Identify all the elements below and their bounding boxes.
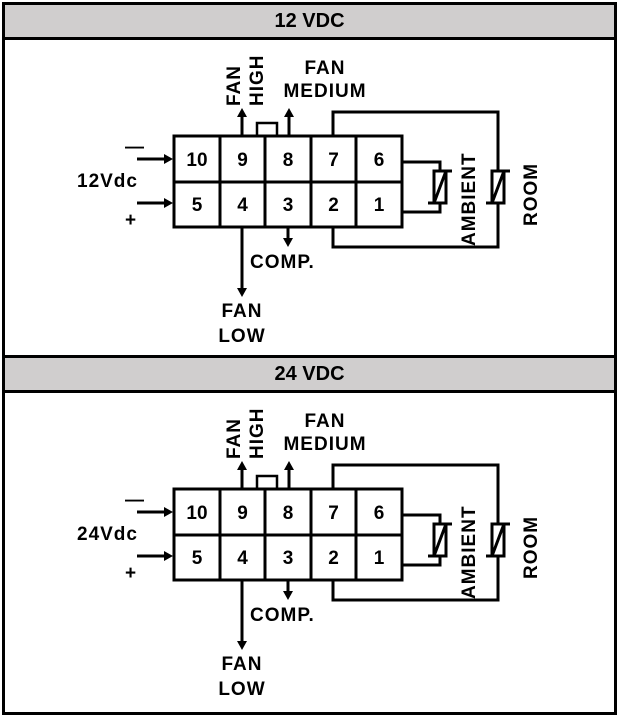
arrow-icon [284,108,294,117]
arrow-icon [164,551,173,561]
terminal-pin-1: 1 [374,195,385,216]
fan-high-label-line2: HIGH [247,55,268,107]
terminal-pin-6: 6 [374,503,385,524]
jumper-9-8 [255,474,279,489]
section-title: 24 VDC [274,362,345,385]
fan-medium-label-line2: MEDIUM [283,81,366,102]
section-divider [5,355,614,358]
arrow-icon [283,238,293,247]
terminal-pin-5: 5 [192,548,203,569]
terminal-pin-7: 7 [328,503,339,524]
fan-high-label-line2: HIGH [247,408,268,460]
terminal-pin-7: 7 [328,150,339,171]
minus-sign: — [125,490,145,511]
room-thermistor-icon [486,169,510,205]
terminal-pin-10: 10 [186,503,207,524]
room-thermistor-icon [486,522,510,558]
fan-high-label-line1: FAN [224,65,245,106]
minus-sign: — [125,137,145,158]
fan-medium-label-line1: FAN [305,58,346,79]
terminal-pin-8: 8 [283,150,294,171]
terminal-pin-3: 3 [283,195,294,216]
ambient-label: AMBIENT [459,152,480,246]
jumper-9-8 [255,121,279,136]
terminal-pin-9: 9 [237,150,248,171]
arrow-icon [284,461,294,470]
terminal-pin-5: 5 [192,195,203,216]
arrow-icon [164,198,173,208]
fan-low-label-line2: LOW [218,679,265,700]
comp-label: COMP. [250,605,315,626]
arrow-icon [164,507,173,517]
section-header-24vdc: 24 VDC [5,358,614,393]
terminal-pin-2: 2 [328,548,339,569]
arrow-icon [283,591,293,600]
fan-medium-label-line1: FAN [305,411,346,432]
plus-sign: + [125,563,137,584]
fan-low-label-line2: LOW [218,326,265,347]
arrow-icon [237,288,247,297]
arrow-icon [237,461,247,470]
terminal-pin-3: 3 [283,548,294,569]
terminal-pin-4: 4 [237,195,248,216]
section-title: 12 VDC [274,9,345,32]
fan-low-label-line1: FAN [222,654,263,675]
fan-medium-label-line2: MEDIUM [283,434,366,455]
room-label: ROOM [521,516,542,579]
terminal-pin-10: 10 [186,150,207,171]
terminal-pin-2: 2 [328,195,339,216]
terminal-pin-9: 9 [237,503,248,524]
fan-high-label-line1: FAN [224,418,245,459]
ambient-thermistor-icon [428,169,452,205]
plus-sign: + [125,210,137,231]
terminal-pin-8: 8 [283,503,294,524]
arrow-icon [237,108,247,117]
arrow-icon [237,641,247,650]
supply-voltage-label: 12Vdc [77,171,138,192]
arrow-icon [164,154,173,164]
section-header-12vdc: 12 VDC [5,5,614,40]
comp-label: COMP. [250,252,315,273]
terminal-pin-6: 6 [374,150,385,171]
fan-low-label-line1: FAN [222,301,263,322]
room-label: ROOM [521,163,542,226]
ambient-thermistor-icon [428,522,452,558]
terminal-pin-4: 4 [237,548,248,569]
terminal-pin-1: 1 [374,548,385,569]
supply-voltage-label: 24Vdc [77,524,138,545]
ambient-label: AMBIENT [459,505,480,599]
